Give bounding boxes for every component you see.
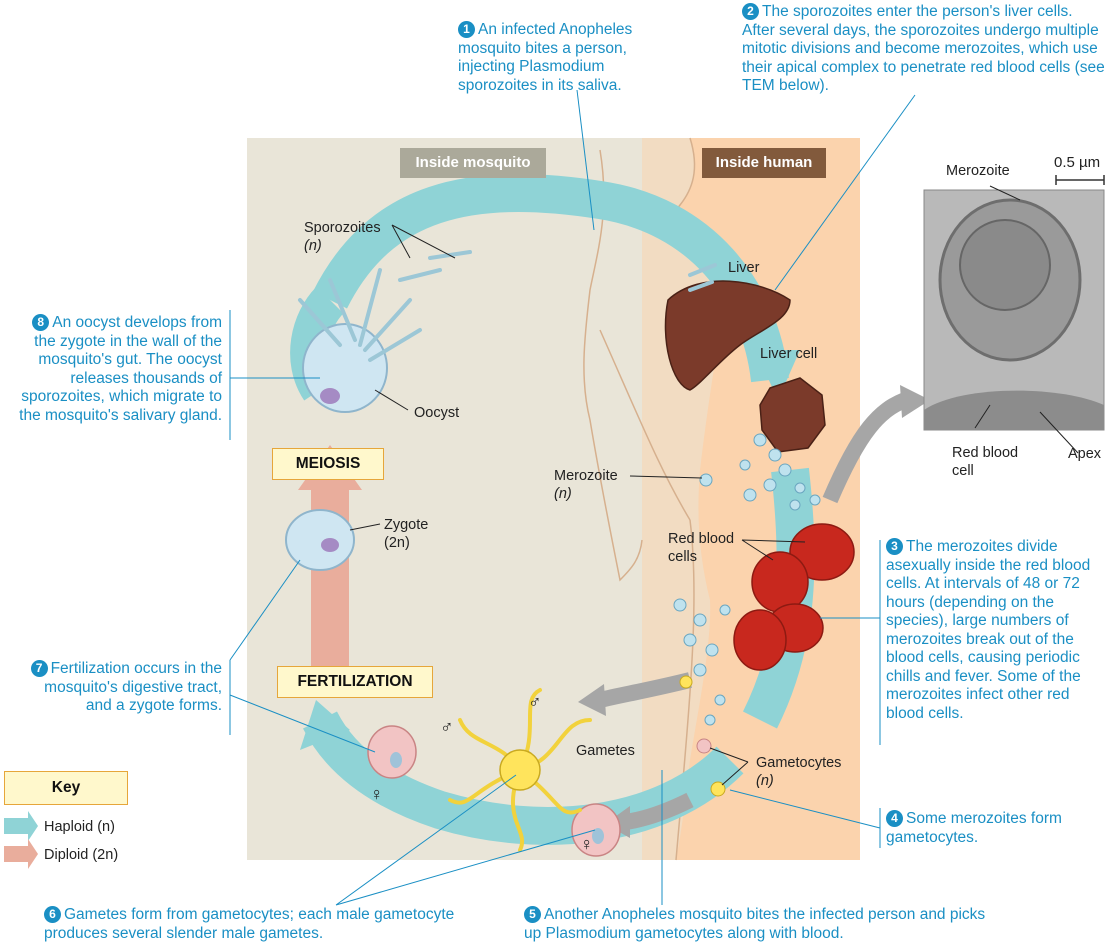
male-symbol-1: ♂ xyxy=(440,717,454,737)
female-symbol-2: ♀ xyxy=(580,834,594,854)
step-3-text: The merozoites divide asexually inside t… xyxy=(886,538,1091,722)
step-4-text: Some merozoites form gametocytes. xyxy=(886,810,1062,846)
tem-scale-label: 0.5 µm xyxy=(1054,154,1101,171)
step-4-number: 4 xyxy=(886,810,903,827)
sporozoites-label-text: Sporozoites xyxy=(304,220,381,236)
step-7-text: Fertilization occurs in the mosquito's d… xyxy=(44,660,222,714)
gametocytes-label-text: Gametocytes xyxy=(756,755,842,771)
red-blood-cells-label: Red blood cells xyxy=(668,531,735,565)
step-5-number: 5 xyxy=(524,906,541,923)
step-3-number: 3 xyxy=(886,538,903,555)
step-8-number: 8 xyxy=(32,314,50,331)
step-1-number: 1 xyxy=(458,21,475,38)
sporozoites-label: Sporozoites (n) xyxy=(304,219,381,255)
inside-mosquito-tag: Inside mosquito xyxy=(400,148,546,178)
liver-label: Liver xyxy=(728,260,760,276)
gametocytes-ploidy: (n) xyxy=(756,773,774,789)
step-6-text: Gametes form from gametocytes; each male… xyxy=(44,906,455,942)
tem-red-blood-cell-label: Red blood cell xyxy=(952,445,1019,479)
key-diploid: Diploid (2n) xyxy=(44,847,119,863)
zygote-ploidy: (2n) xyxy=(384,535,410,551)
fertilization-label: FERTILIZATION xyxy=(277,666,433,698)
tem-apex-label: Apex xyxy=(1068,446,1102,462)
step-6-number: 6 xyxy=(44,906,61,923)
key-haploid: Haploid (n) xyxy=(44,819,115,835)
merozoite-ploidy: (n) xyxy=(554,486,572,502)
oocyst-label: Oocyst xyxy=(414,405,460,421)
step-8-text: An oocyst develops from the zygote in th… xyxy=(19,314,222,424)
tem-merozoite-label: Merozoite xyxy=(946,163,1010,179)
female-symbol-1: ♀ xyxy=(370,784,384,804)
liver-shape xyxy=(664,280,791,391)
step-2-text: The sporozoites enter the person's liver… xyxy=(742,3,1105,94)
male-symbol-2: ♂ xyxy=(528,692,542,712)
step-2-number: 2 xyxy=(742,3,759,20)
inside-human-tag: Inside human xyxy=(702,148,826,178)
gametocytes-label: Gametocytes (n) xyxy=(756,754,841,790)
zygote-label: Zygote (2n) xyxy=(384,516,428,552)
merozoite-label: Merozoite (n) xyxy=(554,467,618,503)
merozoite-label-text: Merozoite xyxy=(554,468,618,484)
zygote-label-text: Zygote xyxy=(384,517,429,533)
gametes-label: Gametes xyxy=(576,743,635,759)
step-7-number: 7 xyxy=(30,660,48,677)
sporozoites-ploidy: (n) xyxy=(304,238,322,254)
step-5-text: Another Anopheles mosquito bites the inf… xyxy=(524,906,986,942)
liver-cell-label: Liver cell xyxy=(760,346,818,362)
meiosis-label: MEIOSIS xyxy=(272,448,384,480)
step-1-text: An infected Anopheles mosquito bites a p… xyxy=(458,21,633,94)
key-title: Key xyxy=(4,771,128,805)
